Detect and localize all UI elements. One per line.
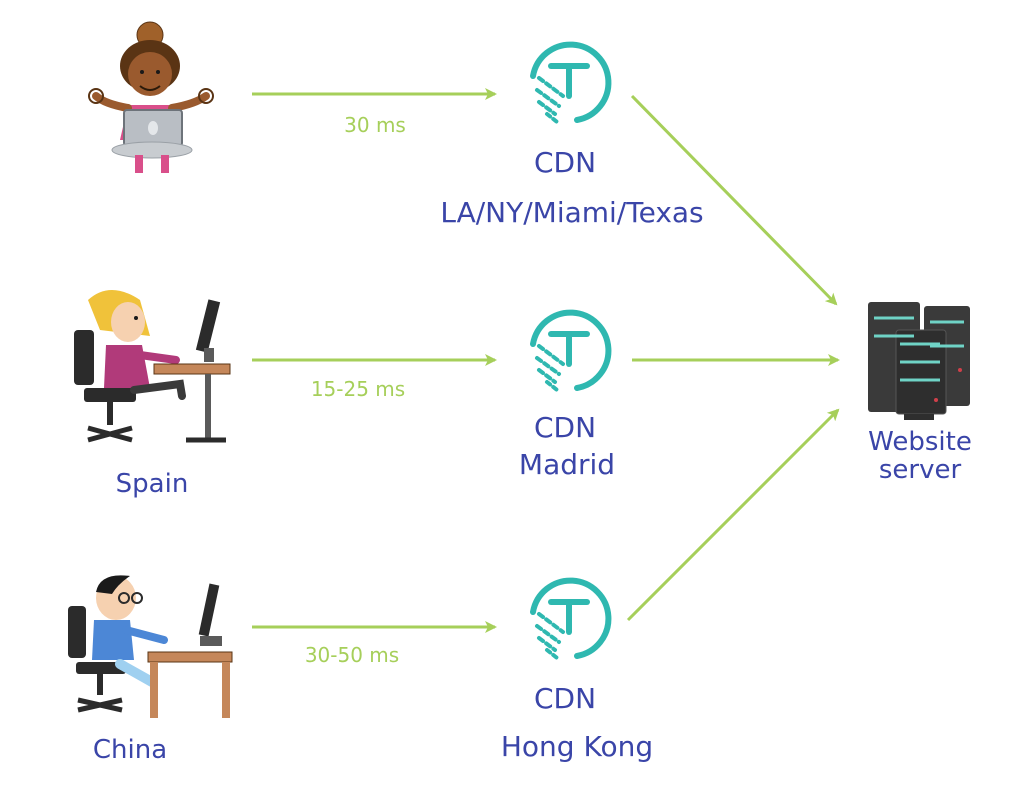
cdn-node-1-location: LA/NY/Miami/Texas [440, 196, 703, 229]
cdn-node-2-location: Madrid [519, 448, 615, 481]
arrow-cdn3-to-server [626, 408, 840, 622]
cdn-node-3-title: CDN [534, 682, 596, 715]
cdn-node-1: CDN LA/NY/Miami/Texas [440, 45, 704, 229]
cdn-node-1-title: CDN [534, 146, 596, 179]
cdn-logo-icon [533, 581, 608, 658]
server-label-line1: Website [868, 427, 972, 457]
cdn-node-2: CDN Madrid [519, 313, 615, 481]
desk-user-girl-icon [74, 290, 231, 443]
latency-label-3: 30-50 ms [305, 643, 399, 667]
cdn-logo-icon [533, 45, 608, 122]
latency-label-1: 30 ms [344, 113, 406, 137]
cdn-node-3-location: Hong Kong [501, 730, 653, 763]
user-location-spain: Spain [116, 469, 189, 499]
server-label-line2: server [879, 455, 962, 485]
cdn-node-2-title: CDN [534, 411, 596, 444]
desk-user-boy-icon [68, 575, 233, 718]
server-rack-icon [868, 302, 970, 420]
cdn-node-3: CDN Hong Kong [501, 581, 653, 763]
user-location-china: China [93, 735, 167, 765]
meditating-laptop-user-icon [88, 21, 214, 173]
arrow-cdn1-to-server [630, 94, 838, 306]
cdn-logo-icon [533, 313, 608, 390]
latency-label-2: 15-25 ms [311, 377, 405, 401]
